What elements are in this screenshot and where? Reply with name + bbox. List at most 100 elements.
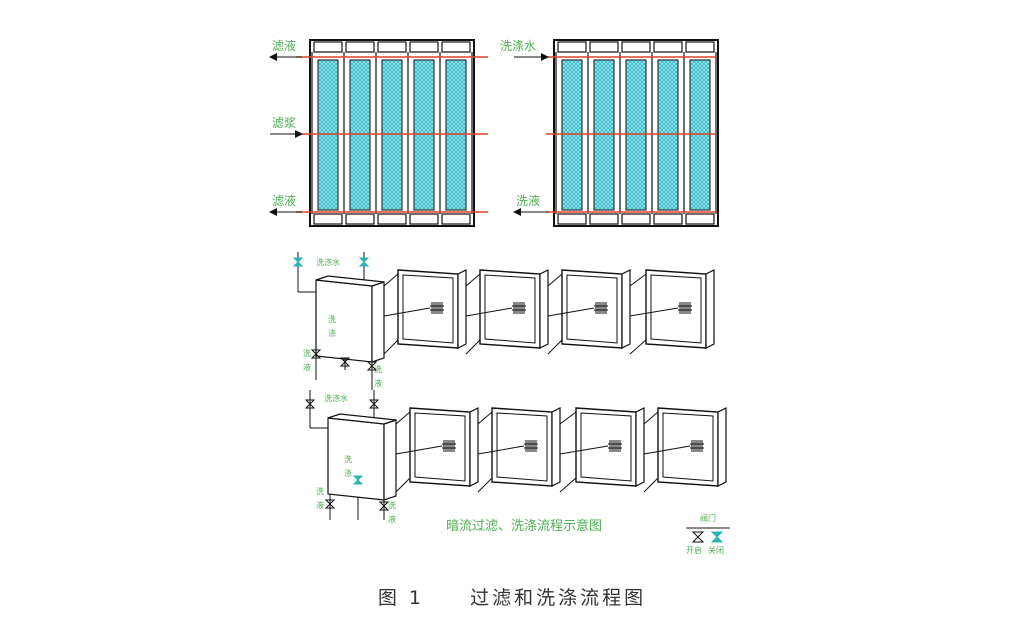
frame-side (539, 269, 549, 349)
legend-closed: 关闭 (708, 545, 724, 555)
plate-cap-top (621, 41, 651, 53)
valve-icon (368, 399, 380, 409)
frame-inner (580, 412, 632, 482)
filter-frame (479, 269, 541, 349)
flow-line (629, 307, 679, 317)
flow-line (465, 307, 513, 317)
flow-line (547, 307, 595, 317)
head-plate-top (327, 413, 397, 425)
rail-top (559, 411, 577, 425)
plate-cap-top (377, 41, 407, 53)
valve-open-icon (691, 531, 705, 543)
flow-line (643, 445, 691, 455)
frame-inner (496, 412, 548, 482)
plate-cap-bottom (653, 213, 683, 225)
rail-top (383, 273, 399, 287)
filter-frame (409, 407, 471, 487)
filter-cloth (657, 59, 679, 211)
head-plate-side (383, 419, 397, 501)
frame-inner (650, 274, 702, 344)
frame-side (717, 407, 727, 487)
frame-side (551, 407, 561, 487)
rail-bottom (559, 477, 577, 493)
row1-plate-label-1: 洗 (328, 314, 336, 324)
frame-side (705, 269, 715, 349)
rail-top (477, 411, 493, 425)
row2-plate-label-1: 洗 (344, 454, 352, 464)
frame-inner (566, 274, 618, 344)
plate-cap-bottom (409, 213, 439, 225)
valve-icon (358, 257, 370, 267)
plate-cap-top (685, 41, 715, 53)
flow-title: 暗流过滤、洗涤流程示意图 (446, 518, 602, 534)
plate-cap-bottom (345, 213, 375, 225)
rail-bottom (395, 477, 411, 493)
filter-frame (645, 269, 707, 349)
plate-cap-bottom (441, 213, 471, 225)
press-frame-left (309, 39, 475, 227)
filter-frame (561, 269, 623, 349)
plate-cap-top (409, 41, 439, 53)
iso-row-2: 洗涤水 洗 涤 洗 液 洗 液 (309, 390, 727, 524)
legend-title: 阀门 (700, 513, 716, 523)
valve-icon (366, 361, 378, 371)
legend-open: 开启 (686, 545, 702, 555)
rail-top (629, 273, 647, 287)
row2-plate-label-2: 涤 (344, 468, 352, 478)
plate-cap-bottom (589, 213, 619, 225)
figure-number: 图 1 (377, 587, 425, 609)
row1-wash-water-label: 洗涤水 (316, 257, 340, 267)
filter-frame (657, 407, 719, 487)
filter-cloth (349, 59, 371, 211)
head-plate (327, 417, 385, 501)
row2-right-outlet-1: 洗 (388, 500, 396, 510)
rail-bottom (643, 477, 659, 493)
frame-inner (402, 274, 454, 344)
plate-cap-bottom (557, 213, 587, 225)
row1-right-outlet-1: 洗 (374, 364, 382, 374)
label-wash-water: 洗涤水 (500, 39, 536, 53)
flow-line (383, 307, 431, 317)
filter-cloth (561, 59, 583, 211)
head-plate (315, 279, 373, 363)
iso-row-1: 洗涤水 洗 涤 洗 液 洗 液 (297, 252, 715, 390)
filter-press-filtering: 滤液 滤浆 滤液 (269, 38, 488, 227)
row2-right-outlet-2: 液 (388, 514, 396, 524)
frame-inner (414, 412, 466, 482)
filter-cloth (317, 59, 339, 211)
plate-cap-top (313, 41, 343, 53)
frame-inner (484, 274, 536, 344)
rail-bottom (629, 339, 647, 355)
row2-wash-water-label: 洗涤水 (324, 393, 348, 403)
rail-bottom (465, 339, 481, 355)
filter-cloth (445, 59, 467, 211)
valve-icon (339, 357, 351, 367)
rail-top (643, 411, 659, 425)
plate-cap-top (441, 41, 471, 53)
filter-cloth (689, 59, 711, 211)
rail-top (547, 273, 563, 287)
filter-press-washing: 洗涤水 洗液 (500, 39, 719, 227)
valve-icon (378, 501, 390, 511)
rail-bottom (383, 339, 399, 355)
row1-right-outlet-2: 液 (374, 378, 382, 388)
plate-cap-top (589, 41, 619, 53)
press-frame-right (553, 39, 719, 227)
valve-legend: 阀门 开启 关闭 (686, 513, 730, 555)
label-filtrate-top: 滤液 (272, 38, 296, 53)
label-filtrate-bottom: 滤液 (272, 193, 296, 208)
rail-top (465, 273, 481, 287)
valve-icon (292, 257, 304, 267)
filter-cloth (413, 59, 435, 211)
head-plate-side (371, 281, 385, 363)
rail-bottom (547, 339, 563, 355)
flow-line (477, 445, 525, 455)
row2-left-outlet-2: 液 (316, 500, 324, 510)
label-wash-liquid: 洗液 (516, 193, 540, 208)
filter-frame (397, 269, 459, 349)
row1-left-outlet-1: 洗 (303, 348, 311, 358)
filter-cloth (625, 59, 647, 211)
row1-left-outlet-2: 液 (303, 362, 311, 372)
plate-cap-bottom (685, 213, 715, 225)
